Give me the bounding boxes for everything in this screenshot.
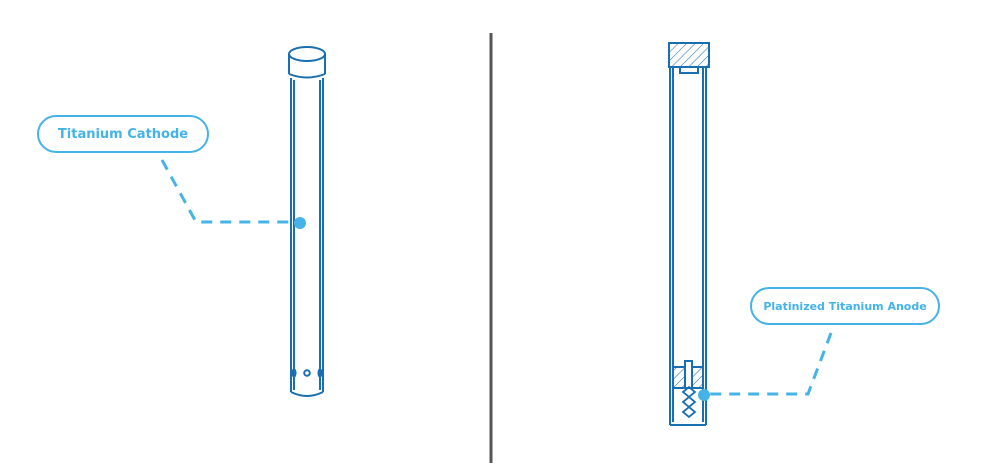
cathode-hole-left <box>291 368 297 378</box>
anode-cap-notch <box>679 66 699 74</box>
cathode-marker-dot <box>294 217 306 229</box>
anode-leader-line <box>704 332 833 396</box>
cathode-top-ellipse <box>288 46 326 62</box>
anode-marker-dot <box>698 389 710 401</box>
titanium-cathode-tube <box>288 46 326 397</box>
anode-mesh-coil <box>681 385 697 419</box>
cathode-label-text: Titanium Cathode <box>57 126 189 142</box>
cathode-label: Titanium Cathode <box>37 115 209 153</box>
cathode-hole-center <box>303 369 311 377</box>
anode-connector-stem <box>684 360 693 389</box>
anode-label-text: Platinized Titanium Anode <box>763 299 927 313</box>
cathode-leader-line <box>160 159 300 224</box>
anode-cap <box>668 42 710 68</box>
anode-label: Platinized Titanium Anode <box>750 287 940 325</box>
cathode-cap-bottom <box>288 73 326 79</box>
cathode-bottom-end <box>290 391 324 397</box>
cathode-hole-right <box>317 368 323 378</box>
platinized-titanium-anode <box>668 42 710 426</box>
